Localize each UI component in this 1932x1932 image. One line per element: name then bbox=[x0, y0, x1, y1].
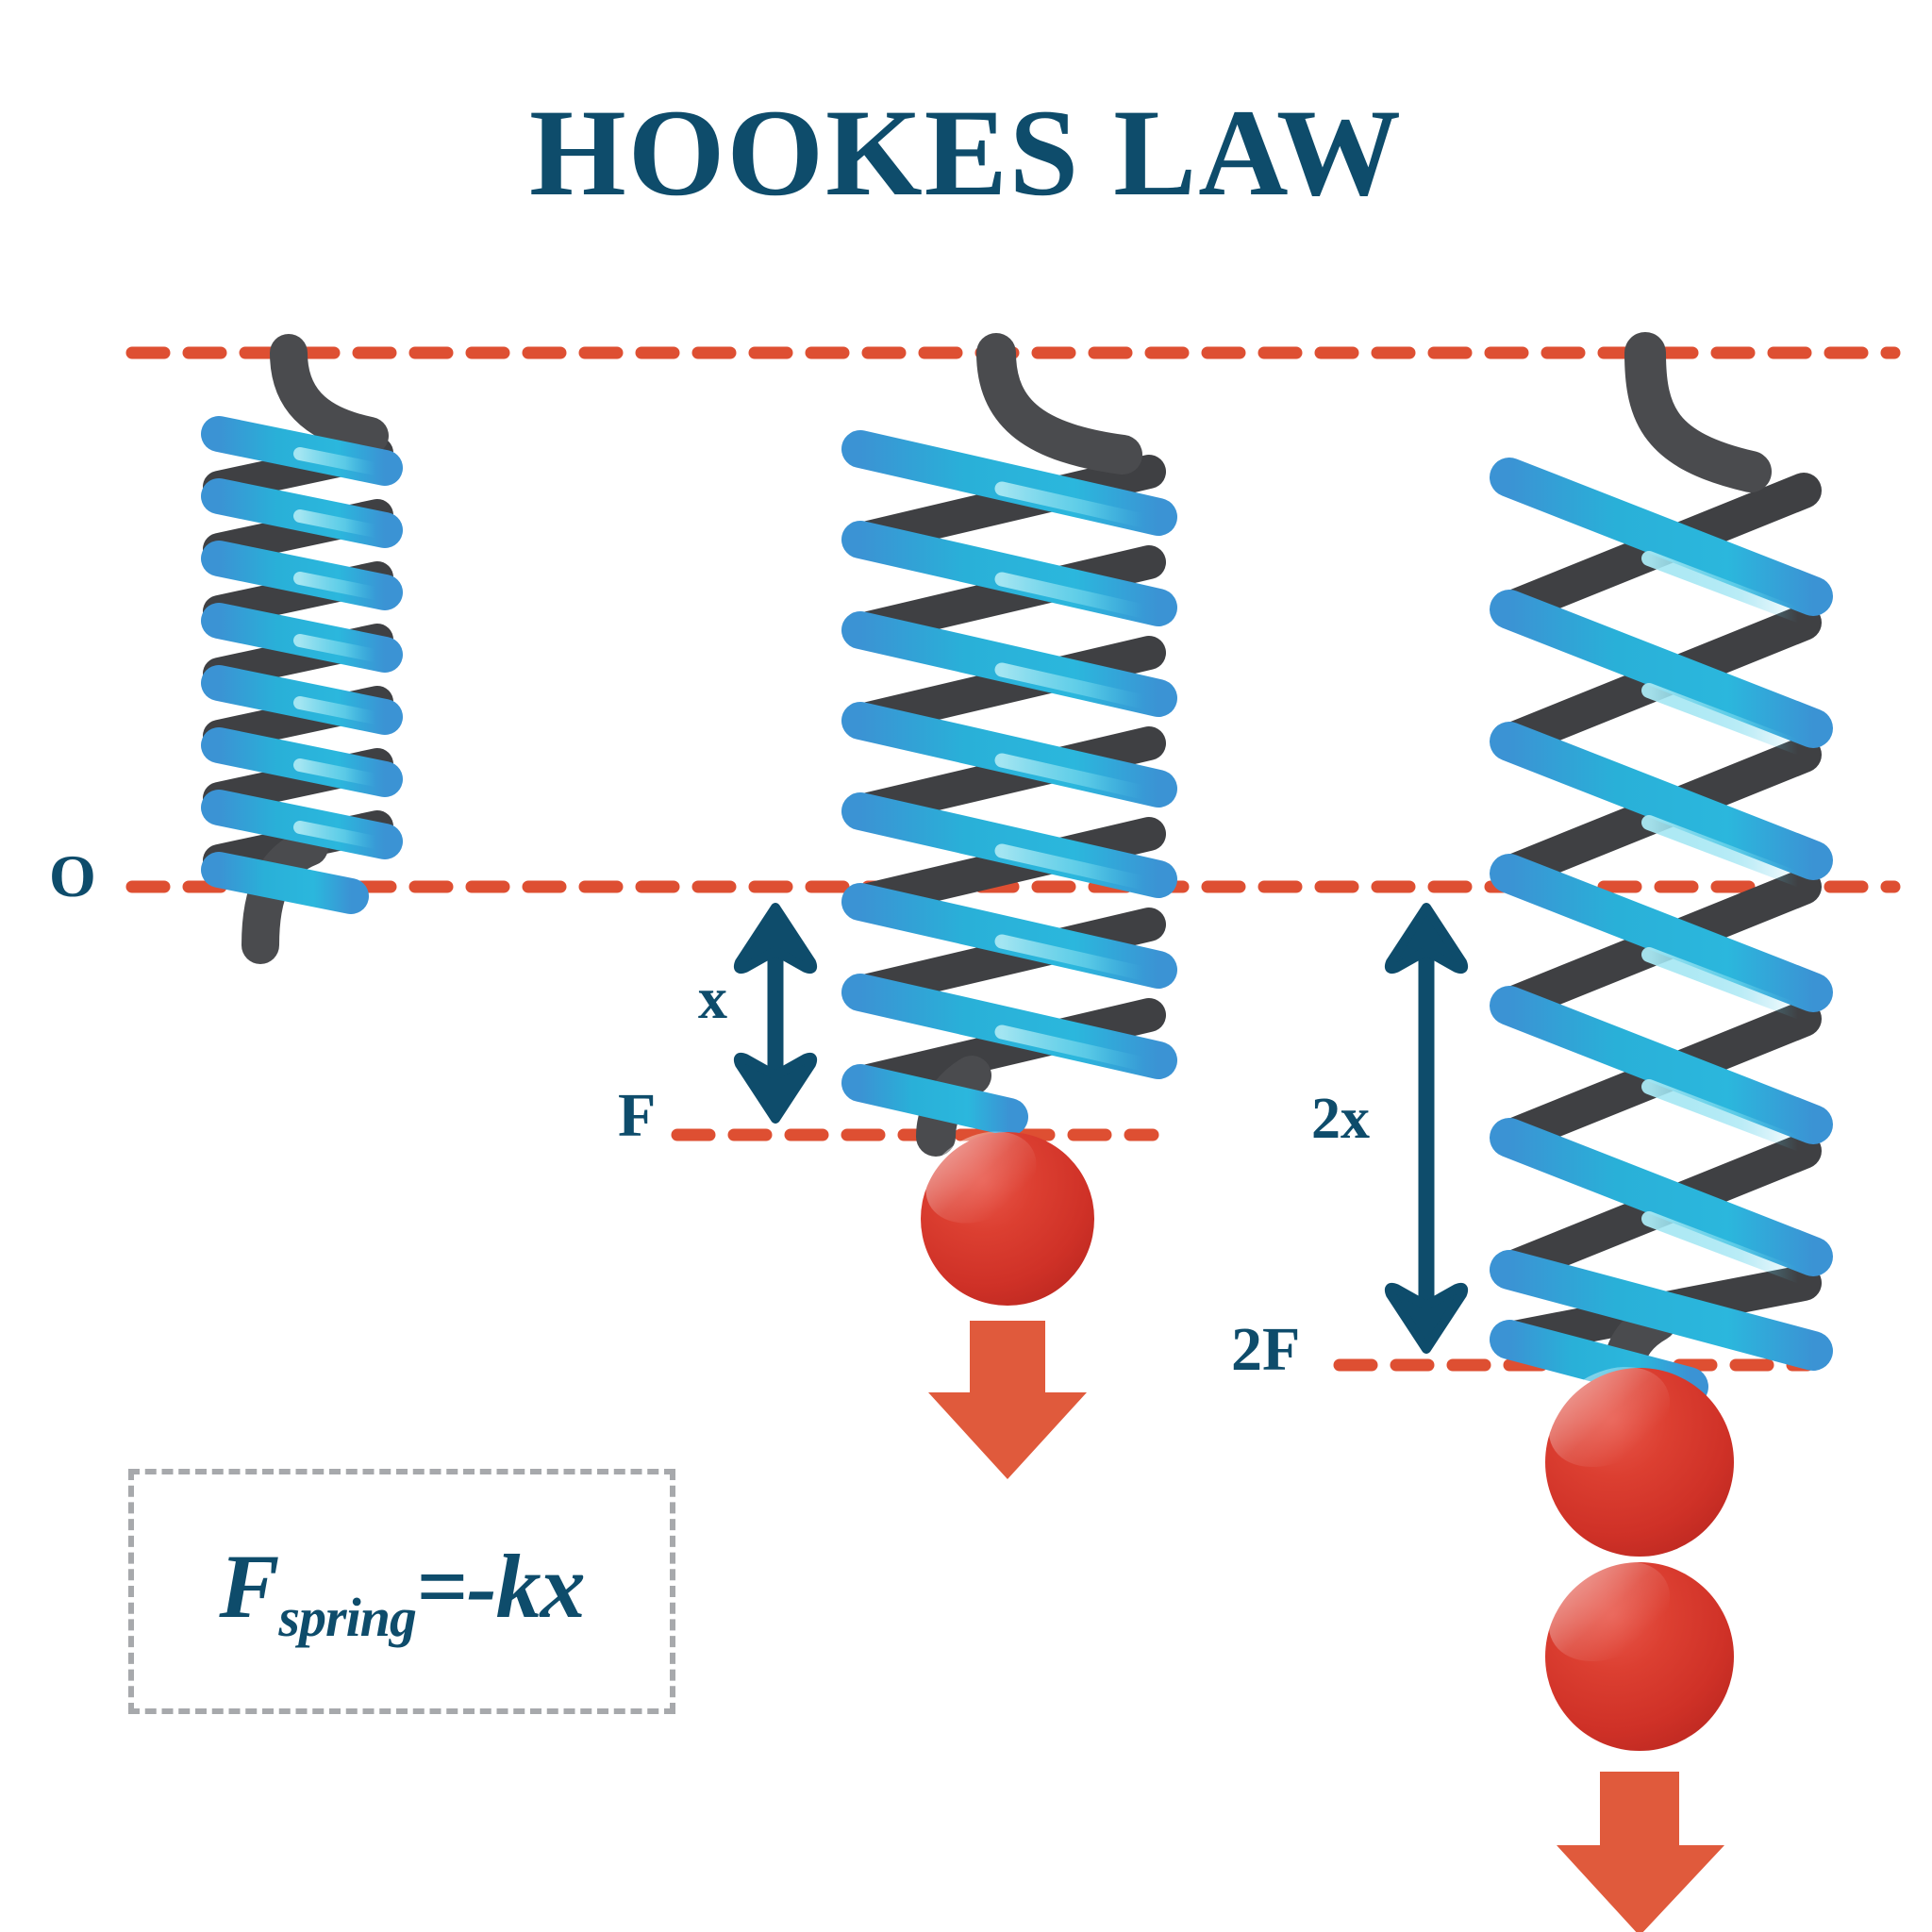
label-force-2f: 2F bbox=[1231, 1315, 1301, 1384]
label-extension-2x: 2x bbox=[1311, 1087, 1370, 1151]
mass-ball-single bbox=[921, 1131, 1094, 1306]
force-arrow-double bbox=[1557, 1772, 1724, 1932]
spring-one-mass bbox=[860, 353, 1158, 1137]
hookes-law-formula: Fspring=-kx bbox=[219, 1534, 586, 1649]
spring-relaxed bbox=[219, 353, 385, 945]
mass-ball-lower bbox=[1545, 1560, 1734, 1751]
formula-lead: F bbox=[219, 1535, 279, 1637]
page-title: HOOKES LAW bbox=[529, 83, 1403, 222]
formula-box: Fspring=-kx bbox=[128, 1469, 675, 1714]
label-origin: O bbox=[49, 842, 96, 909]
extension-arrow-2x bbox=[1384, 903, 1469, 1354]
spring-two-mass bbox=[1509, 353, 1813, 1387]
extension-arrow-x bbox=[733, 903, 818, 1124]
formula-tail: =-kx bbox=[415, 1535, 586, 1637]
force-arrow-single bbox=[928, 1321, 1087, 1479]
label-force-f: F bbox=[618, 1081, 657, 1150]
formula-subscript: spring bbox=[278, 1587, 417, 1649]
label-extension-x: x bbox=[698, 967, 727, 1031]
mass-ball-upper bbox=[1545, 1366, 1734, 1557]
